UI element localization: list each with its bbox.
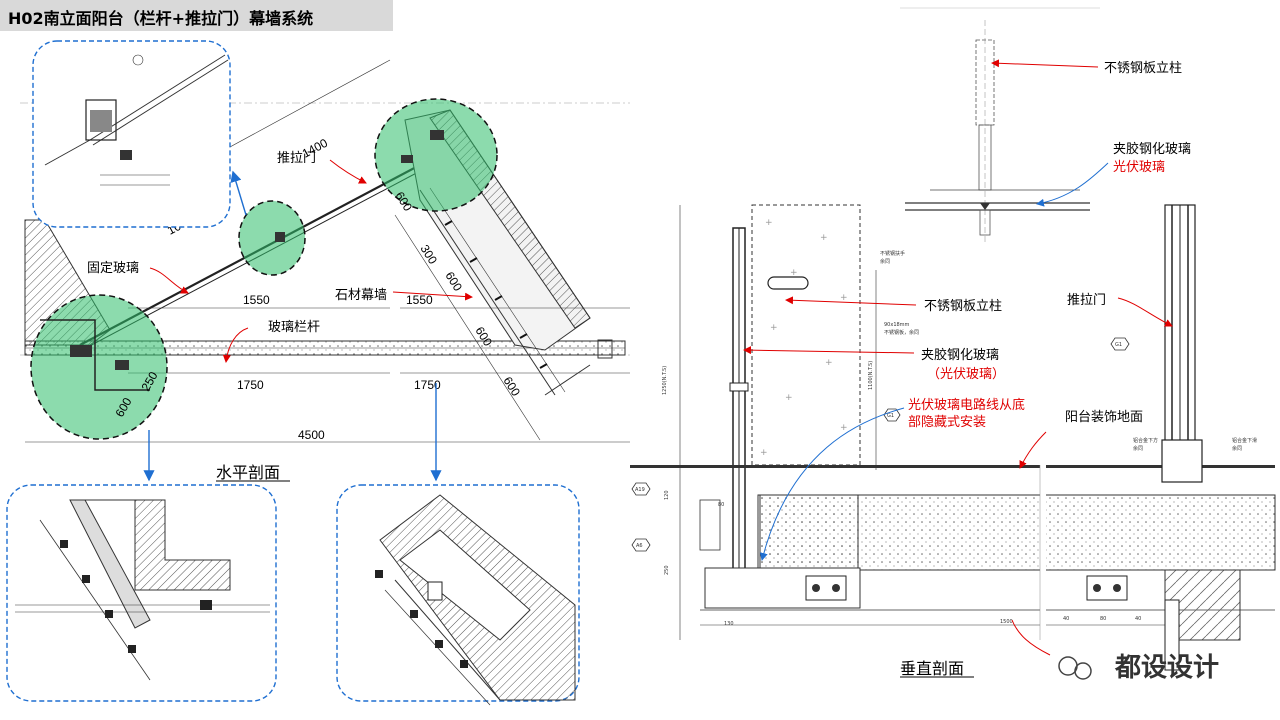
note-alum-lower: 铝合金下方: [1133, 437, 1158, 444]
svg-text:+: +: [825, 358, 833, 368]
sdim-80-b: 80: [1100, 616, 1106, 622]
watermark: 都设设计: [1058, 653, 1219, 683]
note-plate-size: 90x18mm: [884, 322, 910, 328]
tag-a19: A19: [635, 487, 645, 493]
svg-text:+: +: [765, 218, 773, 228]
vdim-1250: 1250(N.T.S): [662, 366, 668, 395]
svg-text:+: +: [785, 393, 793, 403]
note-alum-slide-same: 余同: [1232, 445, 1242, 452]
sdim-120: 120: [664, 490, 670, 500]
note-handrail-same: 余同: [880, 258, 890, 265]
label-fixed-glass: 固定玻璃: [87, 261, 139, 276]
sdim-1500: 1500: [1000, 619, 1013, 625]
label-laminated-glass-top: 夹胶钢化玻璃: [1113, 141, 1191, 157]
svg-text:+: +: [820, 233, 828, 243]
svg-text:+: +: [760, 448, 768, 458]
label-pv-wiring-1: 光伏玻璃电路线从底: [908, 397, 1025, 413]
dim-600-d: 600: [500, 374, 523, 399]
note-handrail: 不锈钢扶手: [880, 250, 905, 257]
svg-text:+: +: [840, 423, 848, 433]
label-sliding-door: 推拉门: [277, 151, 316, 166]
svg-text:+: +: [790, 268, 798, 278]
label-steel-post: 不锈钢板立柱: [924, 299, 1002, 314]
note-alum-slide: 铝合金下滑: [1232, 437, 1257, 444]
detail-callout-bottom-right: [336, 484, 580, 706]
label-steel-post-top: 不锈钢板立柱: [1104, 61, 1182, 76]
wechat-icon: [1058, 656, 1078, 676]
dim-300: 300: [417, 242, 440, 267]
tag-g1-right: G1: [1115, 342, 1122, 348]
vdim-1100: 1100(N.T.S): [868, 361, 874, 390]
label-glass-railing: 玻璃栏杆: [268, 320, 320, 335]
vertical-section: 不锈钢板立柱 夹胶钢化玻璃 光伏玻璃 + + + + + + + + + 1250(N.T.…: [630, 7, 1276, 678]
dim-1750-a: 1750: [237, 378, 264, 392]
detail-callout-bottom-left: [6, 484, 277, 702]
sdim-250: 250: [664, 565, 670, 575]
tag-a6: A6: [636, 543, 643, 549]
label-pv-glass-top: 光伏玻璃: [1113, 160, 1165, 175]
detail-callout-top-left: [32, 40, 231, 228]
label-balcony-floor: 阳台装饰地面: [1065, 410, 1143, 425]
sdim-130: 130: [724, 621, 734, 627]
dim-1750-b: 1750: [414, 378, 441, 392]
plan-caption: 水平剖面: [216, 463, 280, 482]
tag-g1-left: G1: [887, 413, 894, 419]
label-stone-wall: 石材幕墙: [335, 288, 387, 303]
label-sliding-door-section: 推拉门: [1067, 293, 1106, 308]
svg-text:+: +: [840, 293, 848, 303]
svg-text:+: +: [770, 323, 778, 333]
label-pv-glass: （光伏玻璃）: [927, 367, 1005, 382]
watermark-text: 都设设计: [1114, 653, 1219, 683]
sdim-40-b: 40: [1135, 616, 1141, 622]
section-caption: 垂直剖面: [900, 659, 964, 678]
title-bar: H02南立面阳台（栏杆+推拉门）幕墙系统: [0, 0, 393, 31]
dim-1550-a: 1550: [243, 293, 270, 307]
horizontal-section-plan: 推拉门 固定玻璃 石材幕墙 玻璃栏杆 1647 1400 300 600 600…: [20, 59, 630, 482]
post-plan-detail: [900, 7, 1100, 245]
page-title: H02南立面阳台（栏杆+推拉门）幕墙系统: [8, 9, 314, 28]
dim-600-b: 600: [442, 269, 465, 294]
note-alum-lower-same: 余同: [1133, 445, 1143, 452]
dim-4500: 4500: [298, 428, 325, 442]
dim-1550-b: 1550: [406, 293, 433, 307]
sdim-40-a: 40: [1063, 616, 1069, 622]
sdim-80: 80: [718, 502, 724, 508]
label-laminated-glass: 夹胶钢化玻璃: [921, 347, 999, 363]
label-pv-wiring-2: 部隐藏式安装: [908, 415, 986, 430]
note-plate-material: 不锈钢板，余同: [884, 329, 919, 336]
